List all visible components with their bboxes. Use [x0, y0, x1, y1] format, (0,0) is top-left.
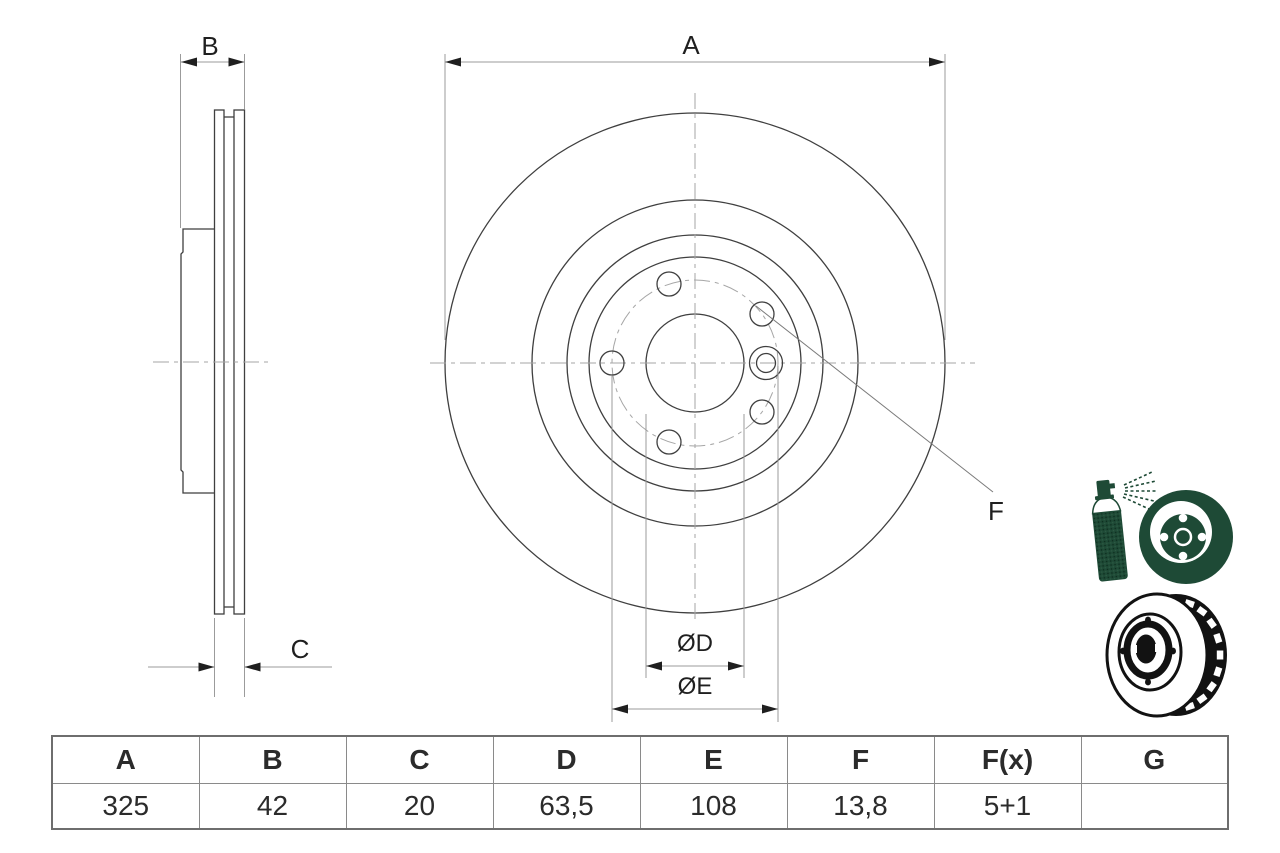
dim-c: C — [148, 618, 332, 697]
dim-d-label: ØD — [677, 630, 713, 657]
dim-a: A — [444, 30, 946, 340]
table-value-cell — [1080, 783, 1229, 830]
spray-can — [1091, 479, 1128, 582]
spray-mist — [1122, 471, 1157, 510]
table-value-cell: 63,5 — [492, 783, 641, 830]
dim-a-label: A — [682, 30, 700, 60]
dim-c-label: C — [291, 634, 310, 664]
coated-disc — [1139, 490, 1233, 584]
table-header-row: A B C D E F F(x) G — [51, 735, 1229, 784]
table-header-cell: E — [639, 735, 788, 784]
dim-d: ØD — [645, 414, 745, 678]
table-value-row: 325 42 20 63,5 108 13,8 5+1 — [51, 783, 1229, 830]
dim-f-label: F — [988, 496, 1004, 526]
table-header-cell: D — [492, 735, 641, 784]
dim-b-label: B — [201, 31, 218, 61]
table-header-cell: G — [1080, 735, 1229, 784]
hub-bolt-holes — [1120, 616, 1176, 686]
table-header-cell: F — [786, 735, 935, 784]
leader-f: F — [755, 305, 1004, 526]
table-value-cell: 13,8 — [786, 783, 935, 830]
table-header-cell: F(x) — [933, 735, 1082, 784]
dim-b: B — [180, 31, 245, 228]
dim-e: ØE — [611, 366, 779, 722]
table-header-cell: B — [198, 735, 347, 784]
table-value-cell: 325 — [51, 783, 200, 830]
dimension-table: A B C D E F F(x) G 325 42 20 63,5 108 13… — [51, 735, 1229, 830]
vented-disc-3d-icon — [1105, 592, 1227, 718]
dim-e-label: ØE — [678, 673, 713, 700]
front-view: A F — [430, 30, 1004, 722]
table-value-cell: 42 — [198, 783, 347, 830]
table-header-cell: A — [51, 735, 200, 784]
spray-coating-icon — [1091, 471, 1233, 584]
table-value-cell: 108 — [639, 783, 788, 830]
table-header-cell: C — [345, 735, 494, 784]
side-view: B C — [148, 31, 332, 697]
bolt-holes — [599, 271, 784, 455]
hat-section — [180, 228, 215, 494]
locating-hole — [748, 345, 784, 381]
table-value-cell: 20 — [345, 783, 494, 830]
table-value-cell: 5+1 — [933, 783, 1082, 830]
